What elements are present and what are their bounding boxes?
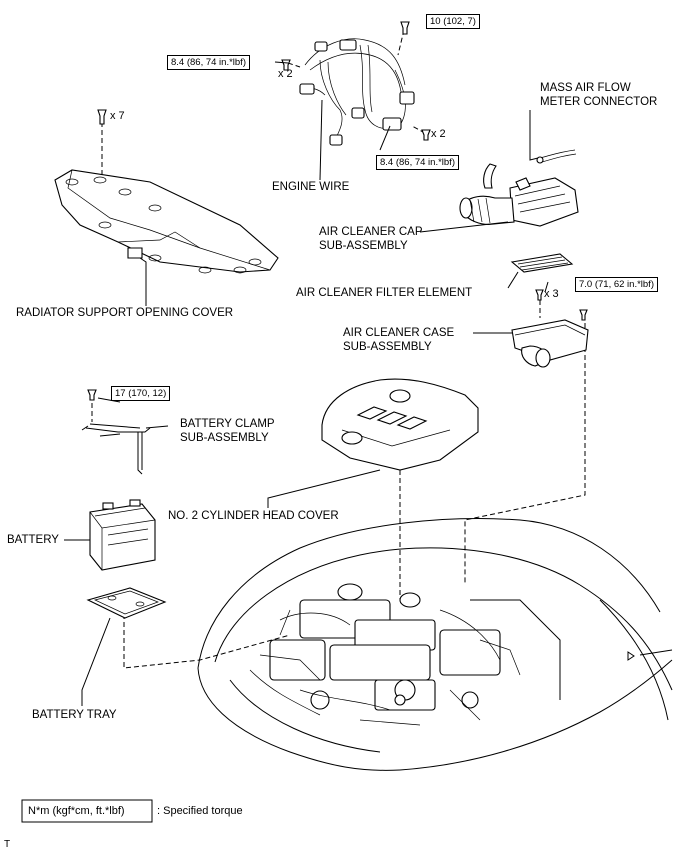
installation-dashed-lines: [91, 29, 586, 669]
air-cleaner-filter-element-illustration: [510, 253, 574, 273]
torque-air-cleaner-case: 7.0 (71, 62 in.*lbf): [575, 277, 658, 292]
air-cleaner-cap-illustration: [459, 149, 579, 227]
label-engine-wire: ENGINE WIRE: [272, 181, 350, 193]
label-leader-lines: [64, 61, 549, 706]
legend-specified-torque: : Specified torque: [157, 805, 243, 817]
torque-battery-clamp: 17 (170, 12): [111, 386, 171, 401]
cylinder-head-cover-illustration: [321, 378, 479, 471]
air-cleaner-case-illustration: [511, 289, 589, 368]
torque-engine-wire-right: 8.4 (86, 74 in.*lbf): [376, 155, 459, 170]
vehicle-engine-bay-illustration: [197, 518, 673, 771]
qty-engine-wire-left-bolts: x 2: [278, 68, 293, 80]
label-mass-air-flow-line1: MASS AIR FLOW: [540, 82, 631, 94]
torque-engine-wire-left: 8.4 (86, 74 in.*lbf): [167, 55, 250, 70]
battery-clamp-illustration: [81, 389, 151, 475]
label-air-cleaner-case-line2: SUB-ASSEMBLY: [343, 341, 432, 353]
label-battery: BATTERY: [7, 534, 59, 546]
qty-radiator-cover-bolts: x 7: [110, 110, 125, 122]
qty-engine-wire-right-bolts: x 2: [431, 128, 446, 140]
label-no2-cylinder-head-cover: NO. 2 CYLINDER HEAD COVER: [168, 510, 339, 522]
legend-torque-box-text: N*m (kgf*cm, ft.*lbf): [28, 805, 125, 817]
label-air-cleaner-cap-line2: SUB-ASSEMBLY: [319, 240, 408, 252]
label-air-cleaner-filter-element: AIR CLEANER FILTER ELEMENT: [296, 287, 473, 299]
label-battery-clamp: BATTERY CLAMP SUB-ASSEMBLY: [180, 417, 275, 445]
label-battery-tray: BATTERY TRAY: [32, 709, 117, 721]
label-air-cleaner-cap-line1: AIR CLEANER CAP: [319, 226, 423, 238]
corner-mark: T: [4, 839, 11, 850]
label-battery-clamp-line2: SUB-ASSEMBLY: [180, 432, 269, 444]
label-air-cleaner-case-line1: AIR CLEANER CASE: [343, 327, 455, 339]
label-battery-clamp-line1: BATTERY CLAMP: [180, 418, 275, 430]
qty-air-cleaner-case-bolts: x 3: [544, 288, 559, 300]
label-mass-air-flow-line2: METER CONNECTOR: [540, 96, 658, 108]
label-air-cleaner-case: AIR CLEANER CASE SUB-ASSEMBLY: [343, 326, 454, 354]
torque-engine-wire-top: 10 (102, 7): [426, 14, 480, 29]
battery-tray-illustration: [86, 587, 167, 619]
label-mass-air-flow-meter-connector: MASS AIR FLOW METER CONNECTOR: [540, 81, 657, 109]
battery-illustration: [89, 499, 156, 571]
legend-box-outline: [21, 799, 153, 823]
label-radiator-support-opening-cover: RADIATOR SUPPORT OPENING COVER: [16, 307, 234, 319]
radiator-support-opening-cover-illustration: [54, 109, 279, 274]
label-air-cleaner-cap: AIR CLEANER CAP SUB-ASSEMBLY: [319, 225, 423, 253]
engine-wire-illustration: [281, 21, 431, 146]
